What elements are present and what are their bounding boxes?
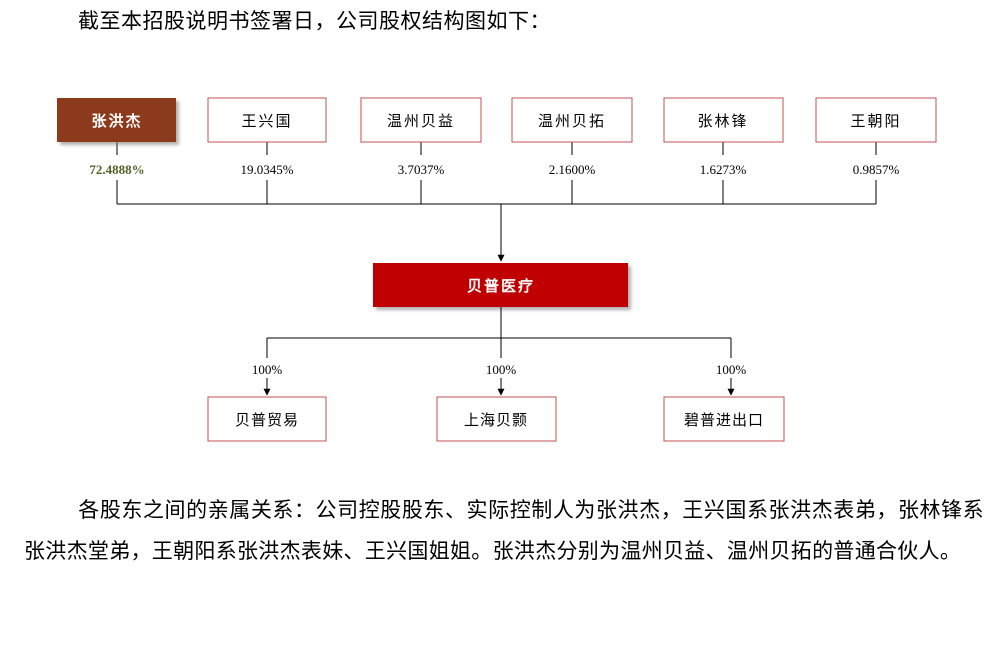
shareholder-percent: 3.7037% — [398, 162, 445, 177]
subsidiary-percent: 100% — [252, 362, 283, 377]
shareholder-connectors — [116, 142, 877, 262]
subsidiary-percent: 100% — [716, 362, 747, 377]
relationship-text: 各股东之间的亲属关系：公司控股股东、实际控制人为张洪杰，王兴国系张洪杰表弟，张林… — [24, 498, 984, 563]
shareholder-percent: 2.1600% — [549, 162, 596, 177]
relationship-paragraph: 各股东之间的亲属关系：公司控股股东、实际控制人为张洪杰，王兴国系张洪杰表弟，张林… — [24, 490, 984, 572]
shareholder-box-1: 王兴国 — [207, 97, 327, 143]
shareholder-name: 王兴国 — [241, 112, 292, 130]
shareholder-percent: 1.6273% — [700, 162, 747, 177]
shareholder-name: 温州贝拓 — [538, 112, 606, 130]
shareholder-name: 张洪杰 — [91, 112, 142, 130]
shareholder-percent: 19.0345% — [240, 162, 293, 177]
shareholder-box-0: 张洪杰 — [57, 98, 176, 142]
shareholder-box-5: 王朝阳 — [815, 97, 937, 143]
subsidiary-connectors — [263, 307, 735, 396]
company-box: 贝普医疗 — [373, 263, 628, 307]
subsidiary-percent: 100% — [486, 362, 517, 377]
subsidiary-name: 贝普贸易 — [235, 411, 299, 429]
subsidiary-box-1: 上海贝颢 — [436, 396, 557, 442]
shareholder-name: 温州贝益 — [387, 112, 455, 130]
shareholder-box-2: 温州贝益 — [360, 97, 482, 143]
subsidiary-name: 碧普进出口 — [684, 411, 764, 429]
subsidiary-box-0: 贝普贸易 — [207, 396, 327, 442]
equity-structure-chart: 张洪杰 王兴国 温州贝益 温州贝拓 张林锋 王朝阳 72.4888% 19.03… — [57, 97, 937, 442]
shareholder-box-4: 张林锋 — [663, 97, 784, 143]
intro-text: 截至本招股说明书签署日，公司股权结构图如下： — [78, 9, 551, 33]
subsidiary-box-2: 碧普进出口 — [663, 396, 785, 442]
company-name: 贝普医疗 — [467, 277, 535, 295]
shareholder-name: 张林锋 — [697, 112, 748, 130]
shareholder-box-3: 温州贝拓 — [511, 97, 633, 143]
shareholder-percent: 0.9857% — [853, 162, 900, 177]
shareholder-name: 王朝阳 — [850, 112, 901, 130]
shareholder-percent: 72.4888% — [89, 162, 144, 177]
subsidiary-name: 上海贝颢 — [464, 411, 528, 429]
